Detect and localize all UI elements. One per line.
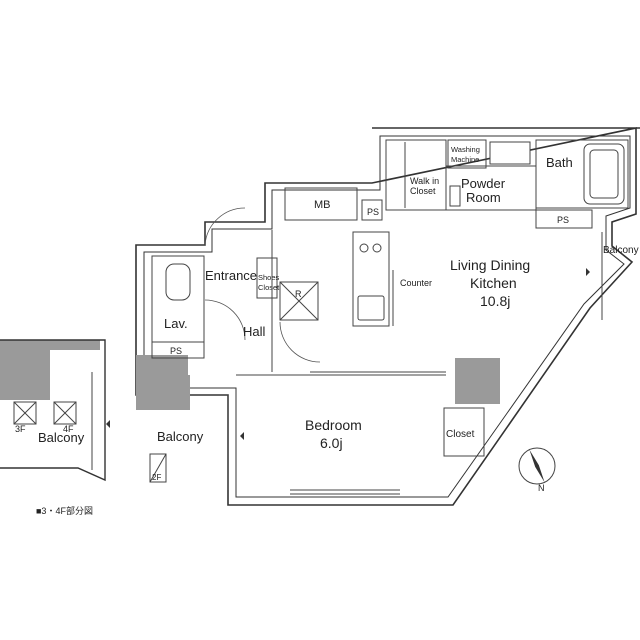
vanity xyxy=(489,141,531,165)
inset-balcony-label: Balcony xyxy=(38,430,85,445)
entrance-door xyxy=(204,207,246,246)
ps-left-label: PS xyxy=(170,346,182,356)
kitchen-ldk: Counter Living Dining Kitchen 10.8j xyxy=(352,231,530,327)
powder-room-label-2: Room xyxy=(466,190,501,205)
counter-label: Counter xyxy=(400,278,432,288)
ldk-label-2: Kitchen xyxy=(470,275,517,291)
outer-walls xyxy=(135,127,640,506)
mb-area: MB PS xyxy=(284,187,383,221)
shoes-closet-label-2: Closet xyxy=(258,283,280,292)
shoes-closet-label-1: Shoes xyxy=(258,273,280,282)
walk-in-closet-label-2: Closet xyxy=(410,186,436,196)
right-balcony: Balcony xyxy=(586,232,639,320)
bedroom-label: Bedroom xyxy=(305,417,362,433)
bedroom-area: Bedroom 6.0j Closet xyxy=(236,371,485,495)
wet-area: Walk in Closet Washing Machine Powder Ro… xyxy=(385,139,629,229)
bath-label: Bath xyxy=(546,155,573,170)
left-balcony: Balcony 2F xyxy=(149,395,244,490)
toilet-lav xyxy=(165,263,191,301)
compass-north-label: N xyxy=(538,483,545,493)
ps-top-label: PS xyxy=(367,207,379,217)
washing-machine-label-1: Washing xyxy=(451,145,480,154)
inset-caption: ■3・4F部分図 xyxy=(36,505,93,516)
inset-4f-label: 4F xyxy=(63,424,74,434)
powder-room-label-1: Powder xyxy=(461,176,506,191)
hall-label: Hall xyxy=(243,324,266,339)
mb-label: MB xyxy=(314,199,331,211)
inset-3f-label: 3F xyxy=(15,424,26,434)
bedroom-size-label: 6.0j xyxy=(320,435,343,451)
ldk-size-label: 10.8j xyxy=(480,293,510,309)
entrance-hall: Entrance Shoes Closet R Lav. Hall PS xyxy=(151,207,321,372)
walk-in-closet-label-1: Walk in xyxy=(410,176,439,186)
ldk-label-1: Living Dining xyxy=(450,257,530,273)
washing-machine-label-2: Machine xyxy=(451,155,479,164)
inset-3-4f: 3F 4F Balcony xyxy=(0,339,110,482)
balcony-right-label: Balcony xyxy=(603,245,639,256)
refrigerator-label: R xyxy=(295,289,302,299)
balcony-right-arrow xyxy=(586,268,590,276)
compass: N xyxy=(518,447,556,493)
balcony-arrow xyxy=(240,432,244,440)
balcony-main-label: Balcony xyxy=(157,429,204,444)
lav-label: Lav. xyxy=(164,316,188,331)
ps-right-label: PS xyxy=(557,215,569,225)
closet-label: Closet xyxy=(446,429,475,440)
entrance-label: Entrance xyxy=(205,268,257,283)
toilet-powder xyxy=(449,185,461,207)
wall-block-closet xyxy=(455,358,500,404)
floor-2f-label: 2F xyxy=(152,473,161,482)
kitchen-counter xyxy=(352,231,390,327)
wall-block-left xyxy=(136,375,190,410)
